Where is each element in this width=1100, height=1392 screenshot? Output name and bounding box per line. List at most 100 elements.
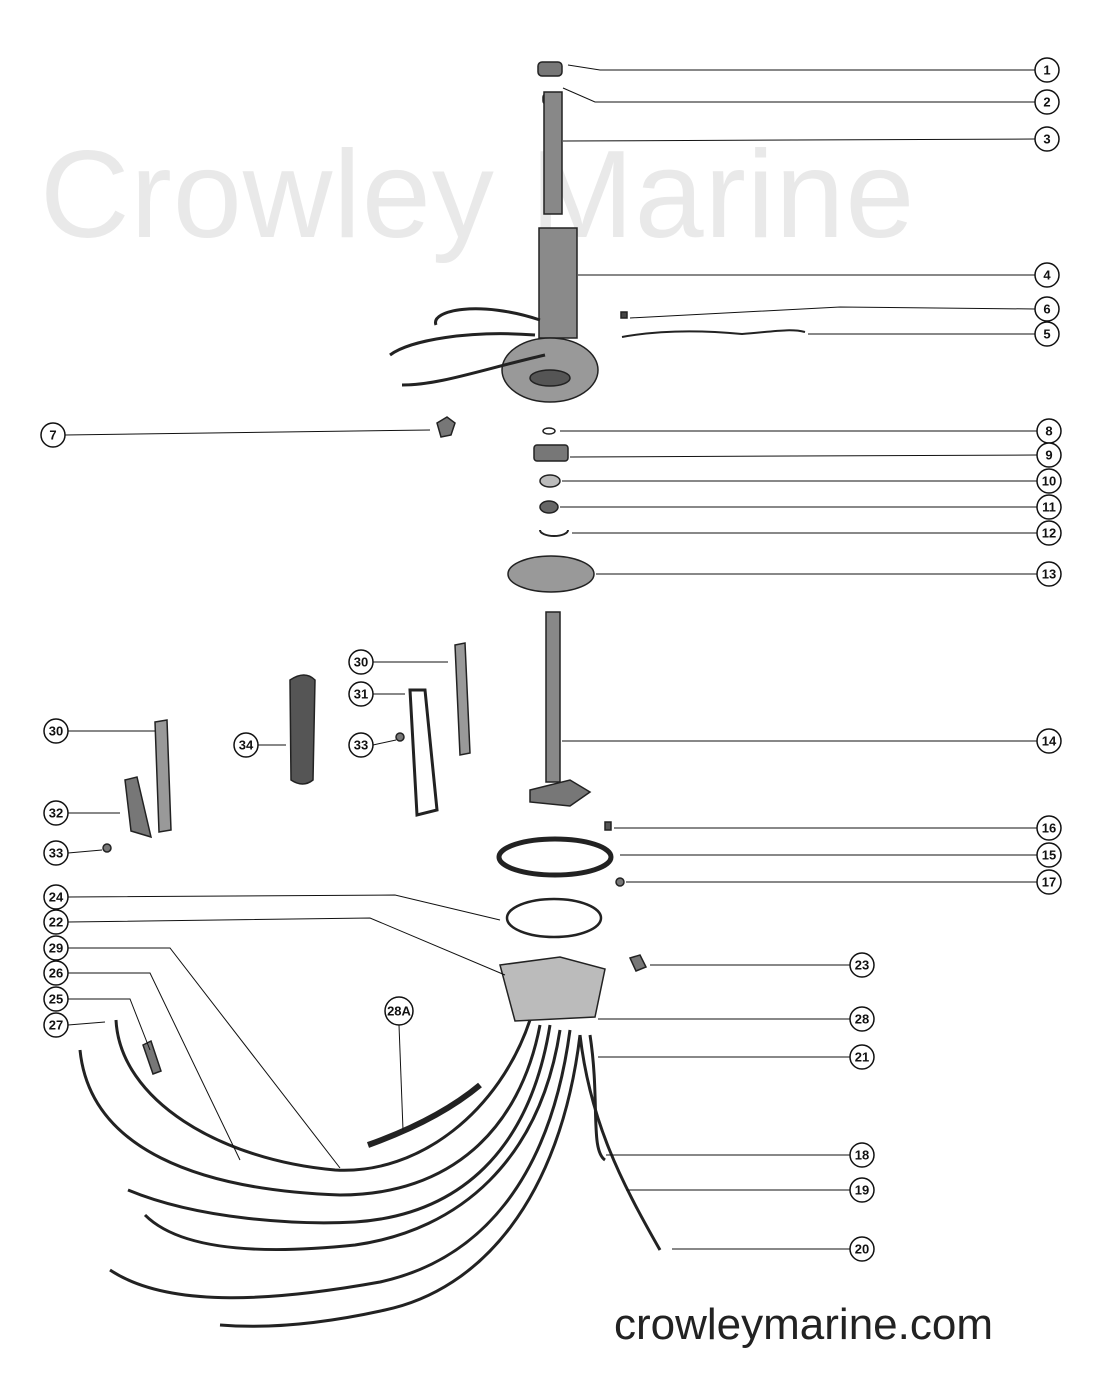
part-24-o-ring xyxy=(505,897,603,939)
part-25-spark-plug xyxy=(142,1039,162,1075)
callout-number: 31 xyxy=(354,687,368,702)
callout-34: 34 xyxy=(233,732,286,758)
callout-number: 34 xyxy=(239,738,254,753)
callout-number: 23 xyxy=(855,958,869,973)
callout-circle xyxy=(1034,296,1060,322)
callout-number: 17 xyxy=(1042,875,1056,890)
leader-line xyxy=(569,454,1038,458)
callout-number: 28 xyxy=(855,1012,869,1027)
callout-circle xyxy=(849,1236,875,1262)
callout-number: 28A xyxy=(387,1004,411,1019)
part-9-bearing xyxy=(533,444,569,462)
part-30-upper-terminal xyxy=(454,642,471,756)
callout-circle xyxy=(43,840,69,866)
leader-line xyxy=(67,917,506,976)
callout-21: 21 xyxy=(598,1044,875,1070)
callout-28A: 28A xyxy=(384,996,414,1131)
leader-line xyxy=(398,1024,404,1131)
callout-circle xyxy=(1034,126,1060,152)
callout-circle xyxy=(1034,57,1060,83)
callout-22: 22 xyxy=(43,909,506,976)
callout-circle xyxy=(43,960,69,986)
part-30-left-terminal xyxy=(154,719,172,833)
part-33-left-nut xyxy=(102,843,112,853)
callout-number: 27 xyxy=(49,1018,63,1033)
callout-13: 13 xyxy=(596,561,1062,587)
part-3-sleeve xyxy=(543,91,563,215)
part-4-housing xyxy=(538,227,578,339)
callout-number: 30 xyxy=(354,655,368,670)
callout-circle xyxy=(1036,494,1062,520)
callout-3: 3 xyxy=(562,126,1060,152)
callout-number: 18 xyxy=(855,1148,869,1163)
callout-28: 28 xyxy=(598,1006,875,1032)
part-7-fitting xyxy=(436,416,456,438)
part-15-clamp xyxy=(496,836,614,878)
callout-number: 29 xyxy=(49,941,63,956)
callout-number: 14 xyxy=(1042,734,1057,749)
callout-26: 26 xyxy=(43,960,241,1161)
callout-12: 12 xyxy=(572,520,1062,546)
leader-line xyxy=(567,64,1035,71)
callout-7: 7 xyxy=(40,422,431,448)
callout-circle xyxy=(849,952,875,978)
part-17-nut xyxy=(615,877,625,887)
callout-20: 20 xyxy=(672,1236,875,1262)
callout-number: 16 xyxy=(1042,821,1056,836)
callout-number: 26 xyxy=(49,966,63,981)
callout-circle xyxy=(1034,89,1060,115)
callout-circle xyxy=(348,649,374,675)
callout-number: 24 xyxy=(49,890,64,905)
callout-circle xyxy=(849,1142,875,1168)
callout-11: 11 xyxy=(560,494,1062,520)
spark-plug-leads xyxy=(78,1019,662,1328)
callout-33: 33 xyxy=(348,732,397,758)
callout-circle xyxy=(233,732,259,758)
part-31-bracket xyxy=(408,688,439,817)
leader-line xyxy=(64,429,431,436)
callout-number: 4 xyxy=(1043,268,1051,283)
part-13-plate xyxy=(507,555,595,593)
callout-circle xyxy=(43,800,69,826)
callout-circle xyxy=(849,1006,875,1032)
callout-number: 10 xyxy=(1042,474,1056,489)
callout-27: 27 xyxy=(43,1012,106,1038)
leader-line xyxy=(68,972,241,1161)
part-4-bore xyxy=(529,369,571,387)
callout-number: 15 xyxy=(1042,848,1056,863)
callout-circle xyxy=(43,718,69,744)
leader-line xyxy=(372,739,397,746)
callout-31: 31 xyxy=(348,681,405,707)
site-url-text: crowleymarine.com xyxy=(614,1300,993,1349)
callout-number: 2 xyxy=(1043,95,1050,110)
leader-line xyxy=(67,894,501,921)
callout-circle xyxy=(348,681,374,707)
callout-circle xyxy=(348,732,374,758)
part-12-snap-ring xyxy=(539,529,569,537)
callout-25: 25 xyxy=(43,986,151,1051)
callout-number: 12 xyxy=(1042,526,1056,541)
part-8-washer xyxy=(542,427,556,435)
part-1-seal xyxy=(537,61,563,77)
leader-line xyxy=(629,306,1036,319)
callout-circle xyxy=(40,422,66,448)
part-14-rotor xyxy=(529,779,592,807)
callout-number: 13 xyxy=(1042,567,1056,582)
callout-8: 8 xyxy=(560,418,1062,444)
part-11-bushing xyxy=(539,500,559,514)
leader-line xyxy=(67,849,103,854)
callout-5: 5 xyxy=(808,321,1060,347)
part-22-cap xyxy=(499,956,606,1022)
callout-number: 5 xyxy=(1043,327,1050,342)
callout-number: 22 xyxy=(49,915,63,930)
leader-line xyxy=(68,998,151,1051)
parts xyxy=(78,61,806,1328)
callout-circle xyxy=(1036,520,1062,546)
callout-number: 1 xyxy=(1043,63,1050,78)
callout-circle xyxy=(1036,842,1062,868)
callout-number: 19 xyxy=(855,1183,869,1198)
callout-number: 20 xyxy=(855,1242,869,1257)
callout-10: 10 xyxy=(562,468,1062,494)
